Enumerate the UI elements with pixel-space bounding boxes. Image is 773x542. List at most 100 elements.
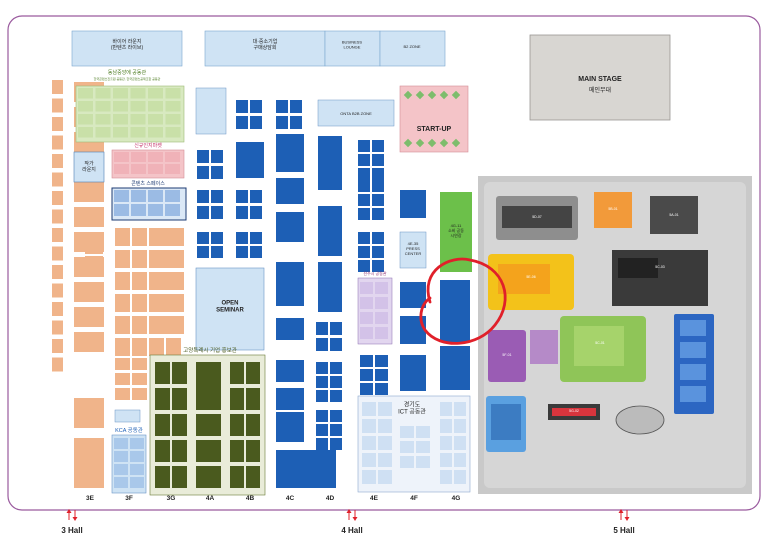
- booth-4e: [372, 154, 384, 166]
- booth-4e: [358, 232, 370, 244]
- booth-3e-small: [52, 135, 63, 150]
- buyer-lounge-block: [71, 30, 183, 67]
- booth-kca: [130, 464, 144, 475]
- kca-label: KCA 공동관: [115, 426, 143, 434]
- booth-4a: [211, 232, 223, 244]
- booth-3f: [132, 250, 147, 268]
- booth-4a: [197, 246, 209, 258]
- booth-goyang: [246, 388, 260, 410]
- hall5-booth-label: 5C-01: [595, 341, 605, 345]
- booth-3f: [132, 316, 147, 334]
- booth-3f: [132, 294, 147, 312]
- booth-goyang: [246, 414, 260, 436]
- booth-goyang: [155, 362, 170, 384]
- booth-gyeonggi: [362, 419, 376, 433]
- booth-content: [148, 190, 163, 202]
- column-label-4d: 4D: [326, 495, 335, 502]
- booth-3f-pink: [131, 152, 146, 162]
- booth-3f: [132, 272, 147, 290]
- booth-3e-small: [85, 240, 103, 246]
- booth-4f: [400, 355, 426, 391]
- column-label-4g: 4G: [452, 495, 461, 502]
- content-space-title: 콘텐츠 스페이스: [131, 180, 165, 187]
- booth-3e-small: [85, 232, 103, 238]
- booth-4c: [276, 360, 304, 382]
- booth-4e: [372, 232, 384, 244]
- booth-goyang: [172, 440, 187, 462]
- booth-3e-small: [52, 80, 63, 94]
- open-seminar: [195, 267, 265, 351]
- booth-3f: [115, 373, 130, 385]
- booth-4b: [236, 100, 248, 113]
- hall5-booth-round: [615, 405, 665, 435]
- startup-booth: [403, 138, 413, 148]
- booth-3f-green: [95, 101, 111, 112]
- booth-gyeonggi: [440, 419, 452, 433]
- booth-jeonju: [360, 327, 373, 339]
- booth-3e-small: [52, 117, 63, 131]
- booth-3g: [160, 316, 184, 334]
- booth-4d: [330, 390, 342, 402]
- booth-3f: [132, 228, 147, 246]
- booth-3e-small: [52, 98, 63, 113]
- booth-4c: [276, 178, 304, 204]
- main-stage-title: MAIN STAGE: [578, 76, 622, 83]
- booth-goyang: [196, 466, 221, 488]
- b2b-meeting-block: [204, 30, 326, 67]
- booth-goyang: [172, 388, 187, 410]
- booth-3f: [115, 228, 130, 246]
- booth-4c-large: [276, 450, 336, 488]
- booth-gyeonggi: [454, 419, 466, 433]
- booth-jeonju: [375, 297, 388, 309]
- arrow-up-icon: [618, 509, 624, 513]
- column-label-4a: 4A: [206, 495, 215, 502]
- booth-goyang: [155, 466, 170, 488]
- booth-4d: [330, 376, 342, 388]
- booth-4c-large: [276, 134, 304, 172]
- hall5-booth-label: 5E-06: [526, 275, 535, 279]
- booth-gyeonggi: [378, 419, 392, 433]
- booth-3f-green: [165, 88, 181, 99]
- startup-booth: [439, 90, 449, 100]
- booth-3f-pink: [131, 164, 146, 174]
- booth-3f-green: [95, 114, 111, 125]
- booth-3f-pink: [148, 152, 163, 162]
- startup-label: START-UP: [417, 126, 452, 133]
- booth-3f: [132, 338, 147, 356]
- booth-4b: [236, 116, 248, 129]
- hall5-booth-blue-inner: [680, 320, 706, 336]
- booth-4d: [316, 424, 328, 436]
- booth-4d: [316, 362, 328, 374]
- booth-gyeonggi: [362, 402, 376, 416]
- hall5-booth-dark: [650, 196, 698, 234]
- booth-4a: [211, 150, 223, 163]
- booth-4a: [211, 190, 223, 203]
- booth-jeonju: [360, 297, 373, 309]
- booth-4e: [358, 194, 370, 206]
- booth-4e: [372, 208, 384, 220]
- booth-3f-green: [78, 88, 93, 99]
- booth-3e-small: [52, 172, 63, 187]
- hall-label-hall4: 4 Hall: [341, 526, 362, 535]
- booth-4d: [330, 362, 342, 374]
- booth-4d: [318, 136, 342, 190]
- booth-3f-green: [113, 88, 128, 99]
- column-label-4c: 4C: [286, 495, 295, 502]
- booth-kca: [114, 477, 128, 488]
- booth-jeonju: [375, 312, 388, 324]
- booth-4e: [360, 383, 373, 395]
- jeonju-label: 전주시 공동관: [363, 270, 387, 276]
- booth-3f: [132, 358, 147, 370]
- booth-4c: [276, 318, 304, 340]
- booth-4e: [358, 168, 370, 180]
- hall5-booth-orange: [594, 192, 632, 228]
- booth-gyeonggi: [400, 456, 414, 468]
- booth-4c: [276, 116, 288, 129]
- booth-3e-small: [85, 248, 103, 254]
- booth-gyeonggi: [362, 453, 376, 467]
- goyang-label: 고양특례시 기업 홍보관: [183, 346, 237, 354]
- booth-gyeonggi: [440, 436, 452, 450]
- booth-3e-large: [74, 438, 104, 488]
